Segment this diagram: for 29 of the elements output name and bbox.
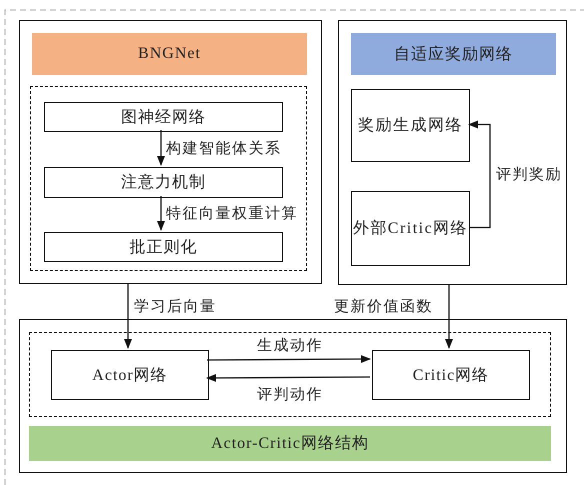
arrow <box>207 355 371 364</box>
edge-label: 评判动作 <box>257 386 323 404</box>
arrow <box>124 284 132 349</box>
edge-label: 特征向量权重计算 <box>166 205 298 223</box>
process-box: 注意力机制 <box>44 167 283 198</box>
panel-box <box>338 20 567 285</box>
arrow <box>206 374 370 382</box>
dashed-group-box <box>29 332 551 417</box>
process-box: 批正则化 <box>44 232 283 262</box>
arrow <box>468 120 491 228</box>
arrow <box>157 130 165 166</box>
process-box: Critic网络 <box>372 350 530 400</box>
edge-label: 评判奖励 <box>496 166 562 184</box>
edge-label: 学习后向量 <box>134 298 216 316</box>
title-band: Actor-Critic网络结构 <box>29 426 551 461</box>
edge-label: 生成动作 <box>257 337 323 355</box>
edge-label: 更新价值函数 <box>334 298 433 316</box>
panel-box <box>19 20 322 284</box>
process-box: Actor网络 <box>51 350 209 400</box>
process-box: 外部Critic网络 <box>351 191 470 266</box>
arrow <box>157 196 165 231</box>
arrow <box>445 285 453 349</box>
process-box: 奖励生成网络 <box>351 89 470 162</box>
title-band: BNGNet <box>32 33 307 75</box>
dashed-group-box <box>30 86 307 271</box>
title-band: 自适应奖励网络 <box>351 33 556 75</box>
process-box: 图神经网络 <box>44 102 283 132</box>
panel-box <box>19 319 567 473</box>
edge-label: 构建智能体关系 <box>166 140 282 158</box>
